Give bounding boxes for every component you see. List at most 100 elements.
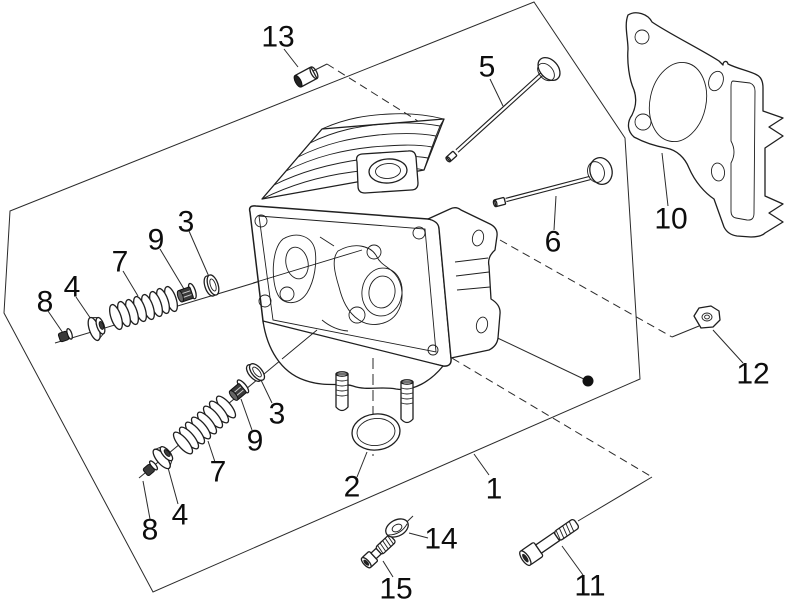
head-skirt (262, 320, 444, 391)
gasket-outline (625, 12, 784, 238)
socket-hole (363, 559, 370, 566)
intake-port-outer (368, 158, 408, 184)
leader-5 (489, 78, 504, 107)
leader-9-upper (159, 248, 185, 290)
gasket-hole (634, 113, 652, 131)
valve-6 (492, 157, 613, 208)
stud-left (335, 371, 349, 412)
chamber-opening-inner (368, 275, 396, 309)
leader-4-lower (166, 463, 179, 505)
part-label-3-lower: 3 (269, 398, 286, 431)
mount-point-line (486, 332, 589, 382)
leader-6 (553, 195, 557, 231)
leader-1 (473, 453, 490, 476)
leader-14 (408, 532, 429, 539)
valve-6-stem-tip (492, 196, 507, 208)
part-label-1: 1 (486, 473, 503, 506)
mount-point-dot (582, 375, 594, 387)
stud-hole (348, 306, 366, 324)
part-label-15: 15 (379, 573, 412, 600)
casting-lines (319, 236, 349, 332)
leader-3-lower (259, 377, 273, 404)
part-label-12: 12 (736, 358, 769, 391)
cylinder-head (248, 113, 501, 424)
frame-outline (3, 1, 641, 593)
spring-washer-3-upper (203, 274, 220, 297)
socket-hole (522, 553, 529, 563)
flange-ribs (454, 257, 491, 291)
pin-leader-stub (312, 63, 328, 72)
part-label-7-upper: 7 (112, 246, 129, 279)
stud-hole (366, 244, 382, 260)
part-label-9-lower: 9 (247, 425, 264, 458)
bolt-hole (427, 344, 439, 356)
part-label-13: 13 (261, 21, 294, 54)
part-label-6: 6 (545, 226, 562, 259)
gasket-hole (710, 162, 726, 182)
dowel-pin (293, 66, 319, 88)
valve-5-stem-tip (445, 150, 458, 163)
gasket-plate-cutout (730, 80, 756, 221)
part-label-11: 11 (574, 570, 605, 600)
valve-seal-9-upper (176, 282, 197, 303)
nut-direction-dashed-line (499, 239, 673, 338)
leader-8-upper (47, 310, 64, 334)
gasket-rail (258, 215, 437, 353)
part-label-10: 10 (654, 203, 687, 236)
gasket-hole (708, 70, 724, 92)
callout-labels: 13 5 6 10 12 3 9 7 4 8 3 9 7 4 8 2 1 11 … (37, 21, 770, 600)
bolt-axis-line (577, 476, 653, 522)
part-label-2: 2 (344, 471, 361, 504)
part-label-3-upper: 3 (178, 206, 195, 239)
valve-spring-7-upper (109, 285, 178, 331)
leader-7-upper (122, 270, 139, 297)
flange-ear-hole-bottom (475, 316, 489, 334)
leader-10 (661, 152, 669, 207)
valve-spring-group-lower (142, 363, 266, 476)
oil-hole (279, 286, 295, 302)
stud-right (400, 379, 414, 424)
leader-3-upper (188, 230, 211, 280)
leader-2 (356, 451, 368, 478)
part-label-8-lower: 8 (142, 514, 159, 547)
intake-port-boss (355, 150, 419, 194)
gasket-hole (634, 29, 650, 45)
side-flange (427, 207, 501, 359)
part-label-9-upper: 9 (148, 224, 165, 257)
bolt-hole (412, 226, 426, 240)
leader-9-lower (240, 398, 253, 431)
nut-8-upper (57, 327, 73, 343)
valve-bore-left (285, 246, 309, 280)
leader-15 (382, 560, 394, 578)
intake-port-inner (375, 163, 401, 179)
cap-bolt (519, 519, 580, 567)
spring-seat-4-lower (152, 446, 174, 470)
spring-washer-3-lower (245, 363, 266, 382)
o-ring (351, 413, 401, 451)
bolt-direction-dashed-line (429, 344, 653, 478)
leader-13 (283, 48, 299, 68)
cap-screw (360, 534, 396, 569)
valve-spring-7-lower (172, 395, 237, 455)
nut-axis-line (671, 325, 700, 338)
valve-spring-group-upper (57, 274, 220, 343)
leader-8-lower (142, 480, 151, 520)
spring-seat-4-upper (87, 316, 106, 342)
bolt-hole (254, 214, 268, 228)
rocker-cavity-left (272, 234, 317, 304)
bolt-hole (258, 294, 272, 308)
washer (385, 518, 409, 538)
leader-12 (712, 329, 744, 364)
head-gasket (625, 12, 784, 238)
axis-trace-lines (252, 249, 363, 360)
part-label-7-lower: 7 (210, 456, 227, 489)
hex-nut (693, 305, 721, 329)
part-label-14: 14 (424, 523, 457, 556)
part-label-8-upper: 8 (37, 286, 54, 319)
nut-8-lower (142, 460, 159, 476)
valve-5 (445, 56, 561, 163)
part-label-5: 5 (479, 51, 496, 84)
flange-ear-hole-top (471, 229, 485, 247)
